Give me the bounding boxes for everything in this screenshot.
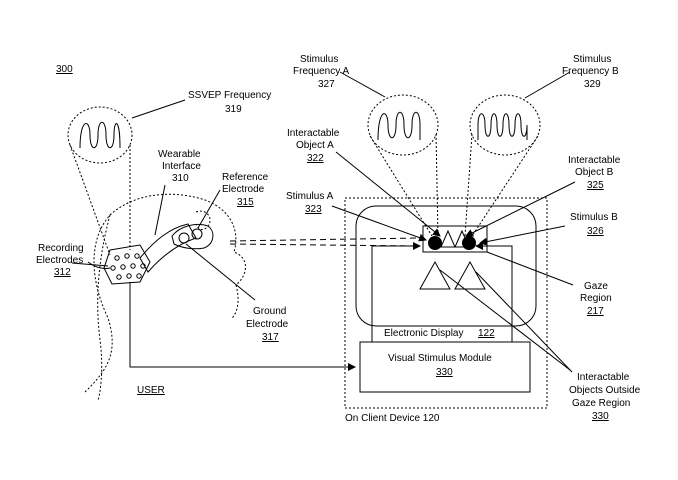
interactable-object-a (440, 229, 456, 248)
gaze-line-lower (229, 243, 419, 247)
wearable-ref: 310 (172, 173, 189, 184)
ssvep-label: SSVEP Frequency (188, 90, 271, 101)
electrode-clip (171, 223, 214, 250)
stim-freq-b-leader (524, 71, 571, 99)
vsm-label: Visual Stimulus Module (388, 353, 492, 364)
wearable-label-1: Wearable (158, 149, 201, 160)
ground-leader (185, 243, 256, 301)
reference-ref: 315 (237, 197, 254, 208)
ssvep-ref: 319 (225, 104, 242, 115)
outside-object-1 (419, 260, 451, 290)
recording-leader (71, 262, 109, 267)
stim-freq-a-label-1: Stimulus (300, 54, 338, 65)
visual-stimulus-module (359, 341, 531, 393)
electronic-display (355, 205, 537, 327)
display-loop-left (371, 242, 421, 342)
signal-path (129, 282, 356, 371)
ground-label-1: Ground (253, 306, 286, 317)
outside-ref: 330 (592, 411, 609, 422)
stim-a-zoom-left (369, 135, 433, 237)
recording-ref: 312 (54, 267, 71, 278)
gaze-region-label-2: Region (580, 293, 612, 304)
outside-label-1: Interactable (577, 372, 630, 383)
stim-freq-b-wave (477, 113, 528, 140)
figure-number: 300 (56, 64, 73, 75)
stim-freq-a-magnifier (367, 94, 439, 156)
wearable-label-2: Interface (162, 161, 201, 172)
outside-label-2: Objects Outside (569, 385, 641, 396)
stim-freq-b-label-1: Stimulus (573, 54, 611, 65)
electronic-display-ref: 122 (478, 328, 495, 339)
gaze-region-label-1: Gaze (584, 281, 608, 292)
stimulus-b-circle (462, 236, 476, 250)
stim-b-ref: 326 (587, 226, 604, 237)
ssvep-zoom-line-left (69, 144, 111, 256)
ssvep-magnifier (67, 106, 133, 164)
stim-a-label: Stimulus A (286, 191, 334, 202)
wearable-band-lower (87, 261, 111, 269)
obj-a-label-2: Object A (296, 140, 334, 151)
stim-b-label: Stimulus B (570, 212, 618, 223)
stim-freq-b-magnifier (469, 94, 541, 156)
recording-label-1: Recording (38, 243, 84, 254)
reference-label-2: Electrode (222, 184, 265, 195)
obj-b-label-1: Interactable (568, 155, 621, 166)
reference-label-1: Reference (222, 172, 269, 183)
stim-freq-a-leader (339, 71, 386, 98)
ssvep-wave (79, 121, 121, 149)
stim-freq-a-ref: 327 (318, 79, 335, 90)
reference-leader (197, 189, 221, 229)
interactable-object-b (454, 229, 470, 248)
gaze-line-upper (229, 237, 419, 242)
stim-b-zoom-left (464, 133, 473, 237)
ground-ref: 317 (262, 332, 279, 343)
outside-leader-1 (439, 269, 571, 371)
ssvep-leader (131, 99, 186, 119)
client-device-box (344, 197, 548, 409)
obj-b-label-2: Object B (575, 167, 614, 178)
gaze-region-ref: 217 (587, 306, 604, 317)
user-label: USER (137, 385, 165, 396)
recording-electrode-pad (103, 244, 151, 285)
obj-b-ref: 325 (587, 180, 604, 191)
electronic-display-label: Electronic Display (384, 328, 463, 339)
stim-b-zoom-right (471, 135, 539, 237)
ground-electrode (191, 228, 203, 240)
ground-label-2: Electrode (246, 319, 289, 330)
client-device-label: On Client Device 120 (345, 413, 440, 424)
head-outline (84, 193, 246, 393)
head-back-line (97, 214, 111, 401)
stim-freq-b-ref: 329 (584, 79, 601, 90)
reference-electrode (178, 232, 190, 244)
outside-label-3: Gaze Region (572, 398, 630, 409)
obj-a-label-1: Interactable (287, 128, 340, 139)
stim-a-zoom-right (435, 133, 439, 237)
stim-freq-b-label-2: Frequency B (562, 66, 619, 77)
obj-a-leader (335, 151, 441, 237)
stim-b-leader (479, 225, 566, 246)
gaze-region-leader (486, 251, 574, 286)
stim-freq-a-wave (377, 111, 421, 141)
outside-object-2 (454, 260, 486, 290)
outside-leader-2 (475, 271, 573, 373)
stim-a-ref: 323 (305, 204, 322, 215)
stimulus-a-circle (428, 236, 442, 250)
wearable-band (139, 223, 197, 273)
stim-freq-a-label-2: Frequency A (293, 66, 349, 77)
wearable-leader (154, 184, 166, 236)
obj-b-leader (465, 181, 576, 237)
stim-a-leader (331, 205, 427, 242)
recording-label-2: Electrodes (36, 255, 83, 266)
vsm-ref: 330 (436, 367, 453, 378)
electrode-dots (110, 253, 146, 280)
obj-a-ref: 322 (307, 153, 324, 164)
